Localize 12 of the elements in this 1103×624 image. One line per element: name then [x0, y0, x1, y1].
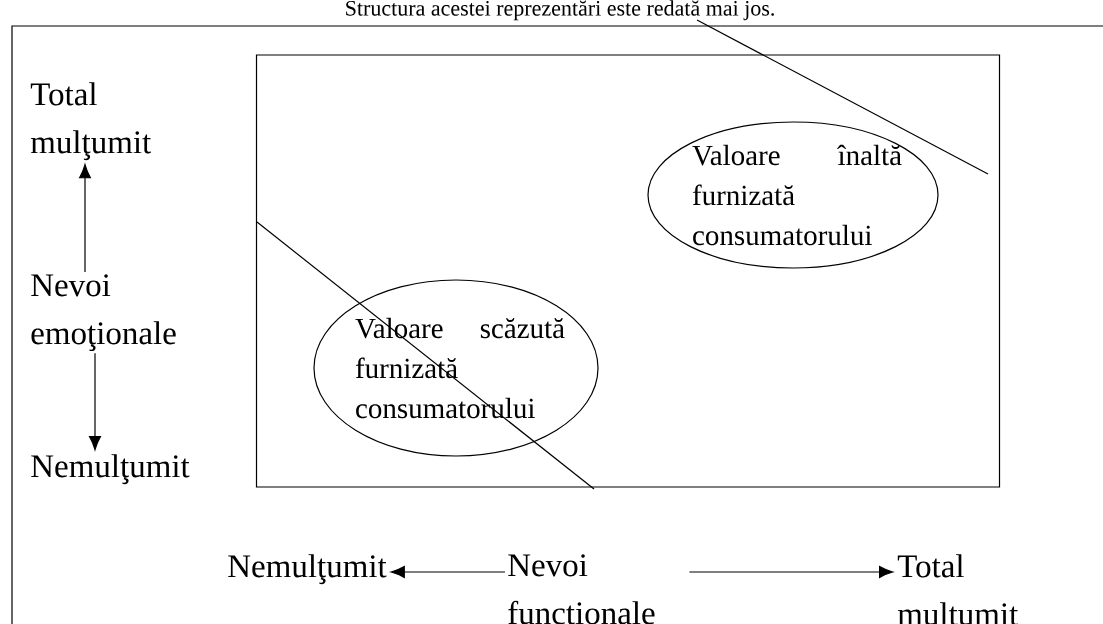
axis-label: Nevoi functionale: [508, 554, 655, 624]
arrow: [89, 352, 101, 451]
axis-label: Nevoi emoţionale: [31, 274, 176, 352]
arrow: [390, 566, 506, 578]
ellipse-node: Valoare înaltă furnizată consumatorului: [647, 121, 939, 269]
arrow: [79, 164, 91, 273]
arrow: [688, 566, 894, 578]
axis-label: Nemulţumit: [228, 554, 387, 585]
frame-box: [255, 54, 1001, 488]
title: Structura acestei reprezentări este redată mai jos.: [346, 0, 774, 21]
axis-label: Nemulţumit: [31, 454, 190, 485]
axis-label: Total mulţumit: [30, 82, 152, 161]
